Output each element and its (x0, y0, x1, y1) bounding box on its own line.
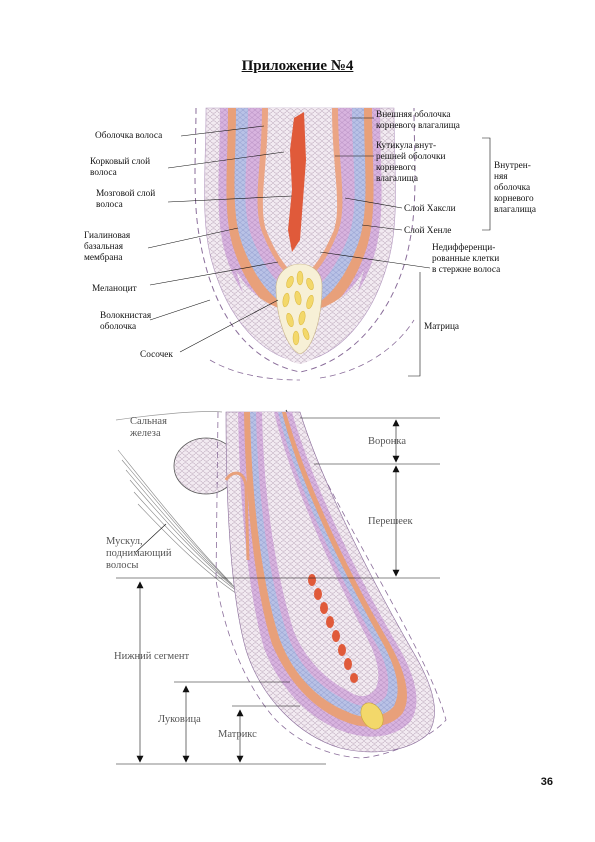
label-inner-sheath-1: Внутрен- (494, 161, 531, 171)
label-muscle-2: поднимающий (106, 548, 172, 559)
label-isthmus: Перешеек (368, 516, 414, 527)
leader-lines-1 (147, 117, 491, 377)
label-medulla-1: Мозговой слой (96, 188, 155, 199)
label-outer-sheath-1: Внешняя оболочка (376, 109, 450, 120)
measurement-lines-2 (116, 417, 440, 765)
label-medulla-2: волоса (96, 200, 123, 210)
label-hyaline-3: мембрана (84, 252, 123, 263)
label-lower-segment: Нижний сегмент (114, 651, 189, 662)
label-undiff-3: в стержне волоса (432, 265, 500, 275)
label-undiff-2: рованные клетки (432, 254, 499, 264)
label-cuticle-3: корневого (376, 163, 416, 173)
follicle-longitudinal (115, 409, 447, 759)
label-inner-sheath-2: няя (494, 172, 508, 182)
label-fibrous-1: Волокнистая (100, 311, 152, 321)
label-gland-2: железа (129, 428, 161, 439)
label-inner-sheath-4: корневого (494, 194, 534, 204)
label-gland-1: Сальная (130, 416, 167, 427)
label-outer-sheath-2: корневого влагалища (376, 121, 460, 131)
label-cortex-2: волоса (90, 168, 117, 178)
labels-diagram-2: Сальная железа Мускул, поднимающий волос… (106, 416, 414, 740)
labels-diagram-1: Оболочка волоса Корковый слой волоса Моз… (84, 109, 536, 360)
label-hair-sheath: Оболочка волоса (95, 130, 162, 141)
label-muscle-3: волосы (106, 560, 138, 571)
label-inner-sheath-5: влагалища (494, 205, 536, 215)
label-cuticle-1: Кутикула внут- (376, 141, 436, 151)
label-huxley: Слой Хаксли (404, 203, 456, 214)
label-hyaline-2: базальная (84, 241, 124, 252)
label-undiff-1: Недифференци- (432, 242, 495, 253)
label-matrix-2: Матрикс (218, 729, 257, 740)
label-cortex-1: Корковый слой (90, 156, 150, 167)
label-matrix: Матрица (424, 322, 459, 332)
label-inner-sheath-3: оболочка (494, 182, 530, 193)
label-cuticle-2: решней оболочки (376, 151, 445, 162)
label-papilla: Сосочек (140, 350, 173, 360)
label-muscle-1: Мускул, (106, 536, 143, 547)
label-melanocyte: Меланоцит (92, 284, 137, 294)
label-funnel: Воронка (368, 436, 406, 447)
label-fibrous-2: оболочка (100, 321, 136, 332)
follicle-cross-section (194, 107, 416, 381)
page-title: Приложение №4 (241, 58, 354, 74)
label-cuticle-4: влагалища (376, 174, 418, 184)
label-bulb: Луковица (158, 714, 201, 725)
page-number: 36 (540, 776, 553, 788)
label-hyaline-1: Гиалиновая (84, 231, 131, 241)
label-henle: Слой Хенле (404, 225, 451, 236)
